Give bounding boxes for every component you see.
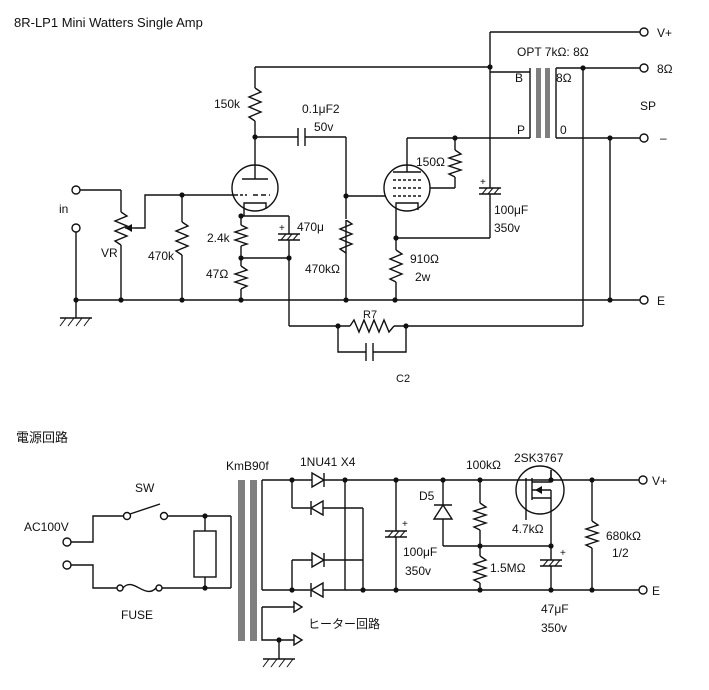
svg-text:+: + [480, 177, 486, 188]
r910-label: 910Ω [410, 252, 439, 266]
diode-label: 1NU41 X4 [300, 455, 356, 469]
filter-capacitor-100uf: + [385, 477, 408, 593]
cap100-voltage-label: 350v [494, 221, 520, 235]
cap100-label: 100μF [494, 203, 528, 217]
r470k-label: 470k [148, 249, 175, 263]
amp-e-label: E [657, 294, 665, 308]
grid-resistor-470k [174, 192, 190, 300]
cap01-voltage-label: 50v [314, 120, 333, 134]
power-transformer [230, 479, 304, 647]
sw-label: SW [135, 481, 155, 495]
psu-title: 電源回路 [16, 430, 68, 445]
speaker-8ohm-terminal [639, 63, 649, 73]
r47-label: 47Ω [206, 267, 228, 281]
gate-resistor-100k [471, 477, 489, 593]
svg-text:+: + [402, 519, 408, 530]
r47k-label: 4.7kΩ [512, 522, 544, 536]
r680k-watt-label: 1/2 [612, 546, 629, 560]
decoupling-capacitor: + [396, 72, 501, 239]
ac-label: AC100V [24, 520, 69, 534]
feedback-network [289, 318, 583, 361]
c47-voltage-label: 350v [541, 621, 567, 635]
power-switch [71, 503, 231, 543]
psu-vplus-terminal [638, 475, 648, 485]
opt-p-label: P [517, 123, 525, 137]
pentode-tube [346, 164, 431, 212]
transformer-label: KmB90f [226, 459, 269, 473]
sp-label: SP [640, 99, 656, 113]
primary-resistor [193, 513, 217, 591]
c100-label: 100μF [403, 545, 437, 559]
r910-watt-label: 2w [415, 270, 431, 284]
ground-symbol-psu [262, 637, 295, 668]
screen-resistor [430, 138, 464, 189]
c100-voltage-label: 350v [405, 564, 431, 578]
vr-label: VR [101, 246, 118, 260]
svg-text:+: + [560, 548, 566, 559]
heater-label: ヒーター回路 [308, 616, 380, 631]
psu-e-label: E [652, 584, 660, 598]
cathode-network [232, 206, 289, 300]
r150-label: 150Ω [416, 155, 445, 169]
plate-resistor-150k [247, 67, 263, 165]
coupling-capacitor [255, 128, 347, 300]
c47-label: 47μF [541, 602, 569, 616]
out-8ohm-label: 8Ω [657, 62, 673, 76]
ground-rail [73, 297, 640, 303]
r7-label: R7 [363, 309, 377, 321]
vplus-label: V+ [657, 26, 672, 40]
r100k-label: 100kΩ [466, 458, 501, 472]
input-ground-terminal [71, 223, 81, 233]
d5-label: D5 [419, 489, 435, 503]
input-hot-terminal [71, 185, 81, 195]
r24k-label: 2.4k [207, 231, 231, 245]
c470-label: 470μ [297, 220, 324, 234]
amp-title: 8R-LP1 Mini Watters Single Amp [14, 15, 203, 30]
vplus-terminal [639, 27, 649, 37]
diode-bridge [289, 471, 366, 599]
triode-tube [231, 164, 279, 212]
cathode-bypass-capacitor: + [278, 216, 300, 326]
output-transformer [455, 65, 640, 141]
ground-symbol-amp [59, 300, 92, 327]
sp-minus-label: – [660, 131, 667, 145]
cathode-resistor-910 [388, 206, 404, 300]
c2-label: C2 [396, 373, 410, 385]
volume-potentiometer [113, 190, 182, 300]
mosfet: + [515, 465, 566, 593]
opt-b-label: B [515, 71, 523, 85]
cap01-label: 0.1μF2 [302, 102, 340, 116]
r15m-label: 1.5MΩ [490, 561, 526, 575]
fuse-label: FUSE [121, 608, 153, 622]
r680k-label: 680kΩ [606, 529, 641, 543]
bleeder-resistor [583, 477, 601, 593]
psu-ground-terminal [638, 585, 648, 595]
opt-8ohm-tap-label: 8Ω [556, 71, 572, 85]
zener-d5 [432, 477, 551, 547]
b-plus-rail [255, 31, 640, 73]
ac-terminal-1 [62, 537, 72, 547]
r150k-label: 150k [214, 97, 241, 111]
opt-label: OPT 7kΩ: 8Ω [517, 45, 589, 59]
fuse [71, 564, 231, 593]
ac-terminal-2 [62, 560, 72, 570]
fet-label: 2SK3767 [514, 451, 564, 465]
svg-text:+: + [279, 223, 285, 234]
amp-ground-terminal [639, 295, 649, 305]
speaker-minus-terminal [639, 133, 649, 143]
r470k2-label: 470kΩ [305, 262, 340, 276]
input-label: in [59, 202, 68, 216]
opt-zero-tap-label: 0 [560, 123, 567, 137]
psu-vplus-label: V+ [652, 474, 667, 488]
